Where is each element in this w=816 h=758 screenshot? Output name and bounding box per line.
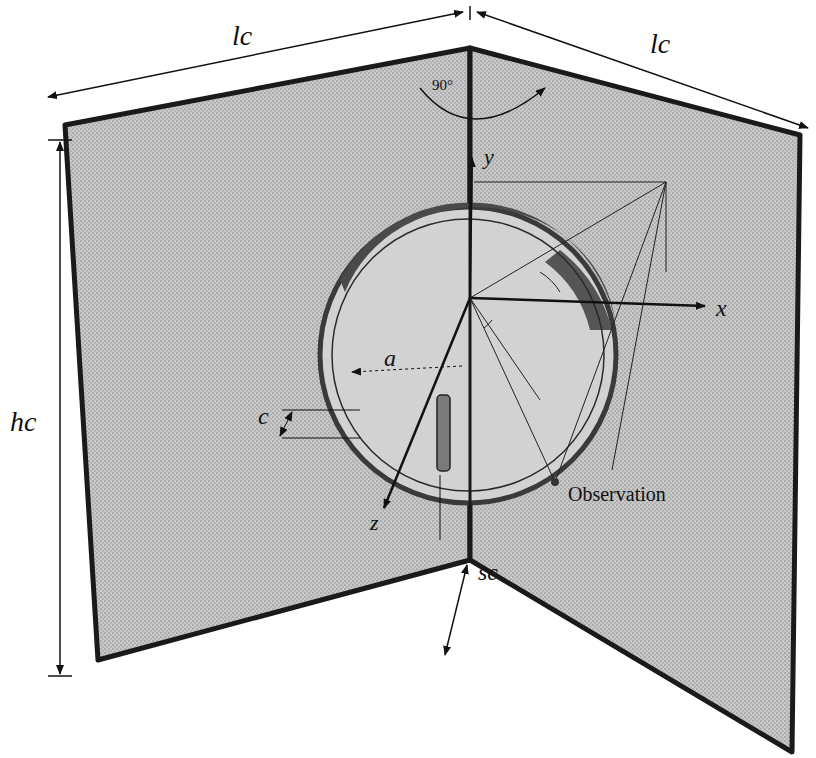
length-label: lc (232, 22, 252, 50)
height-label: hc (10, 408, 36, 436)
length-label: lc (650, 30, 670, 58)
axis-label: x (716, 296, 727, 320)
radius-label: a (384, 346, 396, 370)
axis-label: y (484, 146, 494, 168)
gap-label: c (258, 404, 269, 428)
angle-label: 90° (432, 78, 453, 93)
point-label: Observation (568, 484, 666, 504)
spacing-label: sc (478, 560, 498, 584)
axis-label: z (370, 512, 379, 534)
